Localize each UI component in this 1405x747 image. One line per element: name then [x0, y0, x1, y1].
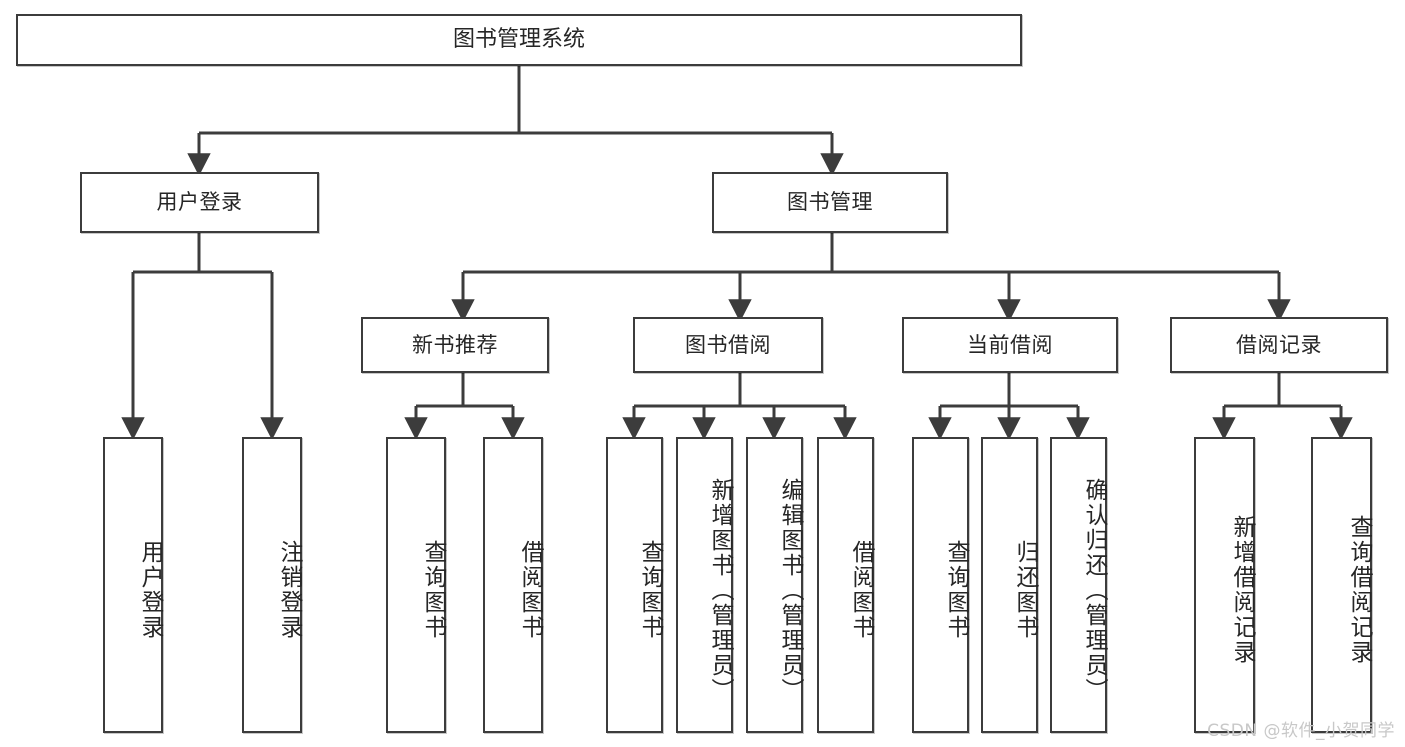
node-book-management[interactable]: 图书管理: [712, 172, 948, 233]
node-new-book-recommend-label: 新书推荐: [412, 332, 498, 357]
node-root-label: 图书管理系统: [452, 27, 585, 53]
node-leaf-label: 用户登录: [137, 540, 163, 640]
node-user-login-label: 用户登录: [156, 190, 243, 215]
node-leaf-book-borrow-add[interactable]: 新增图书（管理员）: [676, 437, 733, 733]
node-leaf-label: 借阅图书: [848, 540, 874, 640]
node-leaf-book-borrow-query[interactable]: 查询图书: [606, 437, 663, 733]
node-current-borrow[interactable]: 当前借阅: [902, 317, 1118, 373]
node-user-login[interactable]: 用户登录: [80, 172, 319, 233]
node-book-borrow[interactable]: 图书借阅: [633, 317, 823, 373]
node-leaf-current-borrow-confirm-return[interactable]: 确认归还（管理员）: [1050, 437, 1107, 733]
node-leaf-label: 编辑图书（管理员）: [777, 477, 803, 703]
node-leaf-book-borrow-edit[interactable]: 编辑图书（管理员）: [746, 437, 803, 733]
node-leaf-label: 新增图书（管理员）: [707, 477, 733, 703]
node-leaf-borrow-record-add[interactable]: 新增借阅记录: [1194, 437, 1255, 733]
node-leaf-current-borrow-query[interactable]: 查询图书: [912, 437, 969, 733]
node-new-book-recommend[interactable]: 新书推荐: [361, 317, 549, 373]
node-leaf-user-login-logout[interactable]: 注销登录: [242, 437, 302, 733]
node-leaf-label: 归还图书: [1012, 540, 1038, 640]
node-leaf-book-borrow-borrow[interactable]: 借阅图书: [817, 437, 874, 733]
node-leaf-label: 注销登录: [276, 540, 302, 640]
node-book-management-label: 图书管理: [787, 190, 873, 215]
node-leaf-label: 新增借阅记录: [1229, 515, 1255, 665]
node-current-borrow-label: 当前借阅: [967, 332, 1053, 357]
node-leaf-label: 查询借阅记录: [1346, 515, 1372, 665]
node-leaf-current-borrow-return[interactable]: 归还图书: [981, 437, 1038, 733]
node-leaf-label: 确认归还（管理员）: [1081, 477, 1107, 703]
node-leaf-label: 查询图书: [943, 540, 969, 640]
node-borrow-record[interactable]: 借阅记录: [1170, 317, 1388, 373]
node-leaf-label: 查询图书: [420, 540, 446, 640]
node-leaf-new-book-query[interactable]: 查询图书: [386, 437, 446, 733]
node-leaf-new-book-borrow[interactable]: 借阅图书: [483, 437, 543, 733]
node-book-borrow-label: 图书借阅: [685, 332, 771, 357]
node-root-book-management-system[interactable]: 图书管理系统: [16, 14, 1022, 66]
node-leaf-label: 查询图书: [637, 540, 663, 640]
node-leaf-borrow-record-query[interactable]: 查询借阅记录: [1311, 437, 1372, 733]
node-borrow-record-label: 借阅记录: [1236, 332, 1322, 357]
node-leaf-label: 借阅图书: [517, 540, 543, 640]
node-leaf-user-login-login[interactable]: 用户登录: [103, 437, 163, 733]
